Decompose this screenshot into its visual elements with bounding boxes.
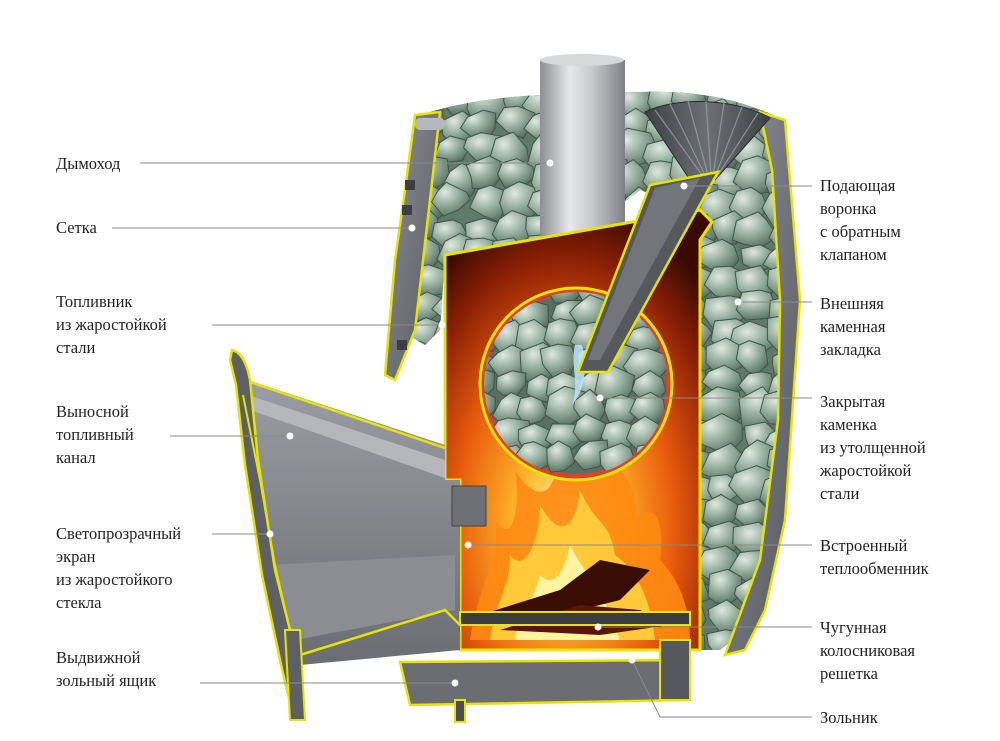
leader-dot [286, 432, 294, 440]
label-glass-screen: Светопрозрачный экран из жаростойкого ст… [56, 524, 182, 612]
stone [546, 440, 576, 473]
label-outer-stones: Внешняя каменная закладка [820, 294, 886, 359]
leader-lines [112, 159, 812, 718]
stone [769, 628, 790, 651]
leader-dot [546, 159, 554, 167]
chimney-pipe [540, 60, 625, 255]
leader-dot [408, 224, 416, 232]
label-mesh: Сетка [56, 218, 97, 237]
stone [400, 386, 423, 428]
feeding-funnel [644, 101, 771, 181]
label-chimney: Дымоход [56, 154, 121, 173]
leader-dot [734, 298, 742, 306]
stone [768, 91, 790, 117]
leader-dot [266, 530, 274, 538]
label-fuel-channel: Выносной топливный канал [56, 402, 134, 467]
flames [470, 430, 690, 640]
stone [400, 112, 412, 149]
stone [516, 395, 549, 426]
leader-line [631, 659, 812, 718]
leader-dot [680, 182, 688, 190]
label-firebox: Топливник из жаростойкой стали [56, 292, 167, 357]
stone [400, 369, 445, 405]
stone [572, 439, 610, 471]
label-funnel: Подающая воронка с обратным клапаном [820, 176, 901, 264]
label-heat-exchanger: Встроенный теплообменник [820, 536, 929, 578]
stone [430, 181, 471, 217]
label-grate: Чугунная колосниковая решетка [820, 618, 916, 683]
label-closed-heater: Закрытая каменка из утолщенной жаростойк… [820, 392, 926, 503]
label-ash-drawer: Выдвижной зольный ящик [56, 648, 157, 690]
leader-dot [596, 394, 604, 402]
stone [760, 602, 790, 638]
leader-dot [438, 321, 446, 329]
leader-dot [464, 541, 472, 549]
cast-iron-grate [459, 611, 691, 626]
heat-exchanger [451, 485, 487, 527]
leader-dot [451, 679, 459, 687]
leader-dot [594, 623, 602, 631]
stone [433, 135, 469, 163]
stone [771, 578, 790, 617]
label-ash-pit: Зольник [820, 708, 878, 727]
leader-dot [628, 656, 636, 664]
stone [404, 396, 440, 427]
